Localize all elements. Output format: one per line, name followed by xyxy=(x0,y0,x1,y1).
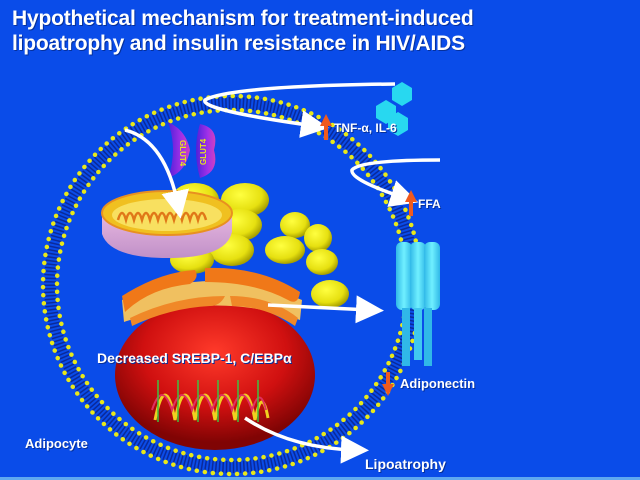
receptor-tail xyxy=(424,308,432,366)
receptor-segment xyxy=(396,242,412,310)
ffa-increase-arrow-icon xyxy=(405,190,417,216)
dna-helix xyxy=(151,380,270,422)
ffa-label: FFA xyxy=(418,197,441,211)
tnf-arrow xyxy=(203,82,396,138)
flow-arrows xyxy=(124,82,441,464)
lipid-droplet xyxy=(265,236,305,264)
cytokines xyxy=(376,82,412,136)
adiponectin-receptor xyxy=(396,242,440,366)
lipid-droplet xyxy=(306,249,338,275)
glut4-transporter: GLUT4 GLUT4 xyxy=(168,122,216,178)
dna-base-pairs xyxy=(157,380,259,422)
lipid-droplet xyxy=(221,183,269,217)
receptor-tail xyxy=(414,308,422,360)
tnf-increase-arrow-icon xyxy=(320,114,332,140)
srebp-label: Decreased SREBP-1, C/EBPα xyxy=(97,350,292,366)
cytokine-hexagon xyxy=(392,82,412,106)
glut4-left-label: GLUT4 xyxy=(178,140,187,167)
lipoatrophy-label: Lipoatrophy xyxy=(365,456,446,472)
lipid-droplet xyxy=(280,212,310,238)
receptor-segment xyxy=(410,242,426,310)
glut4-right xyxy=(196,124,216,178)
lipoatrophy-arrow xyxy=(244,416,369,464)
adipocyte-label: Adipocyte xyxy=(25,436,88,451)
nucleus xyxy=(115,300,315,450)
cytokine-hexagon xyxy=(388,112,408,136)
er-cisterna xyxy=(230,296,298,326)
adiponectin-label: Adiponectin xyxy=(400,376,476,391)
er-cisterna xyxy=(122,270,197,312)
change-indicators xyxy=(320,114,417,396)
lipid-droplet xyxy=(311,280,349,308)
ffa-arrow xyxy=(350,158,441,207)
glut4-right-label: GLUT4 xyxy=(199,138,208,165)
endoplasmic-reticulum xyxy=(122,267,302,326)
slide-title: Hypothetical mechanism for treatment-ind… xyxy=(12,6,632,56)
dna-strand xyxy=(153,393,270,421)
title-line-1: Hypothetical mechanism for treatment-ind… xyxy=(12,7,474,30)
adiponectin-arrow xyxy=(267,295,384,324)
receptor-tail xyxy=(402,308,410,366)
mitochondrion xyxy=(101,190,233,258)
tnf-il6-label: TNF-α, IL-6 xyxy=(334,121,397,135)
glut4-left xyxy=(168,122,190,178)
dna-strand xyxy=(151,394,267,414)
receptor-segment xyxy=(424,242,440,310)
er-cisterna xyxy=(205,267,300,302)
title-line-2: lipoatrophy and insulin resistance in HI… xyxy=(12,32,465,55)
er-cisterna xyxy=(130,296,225,326)
adiponectin-decrease-arrow-icon xyxy=(382,372,394,396)
glucose-entry-arrow xyxy=(124,128,189,219)
lipid-droplet xyxy=(304,224,332,252)
